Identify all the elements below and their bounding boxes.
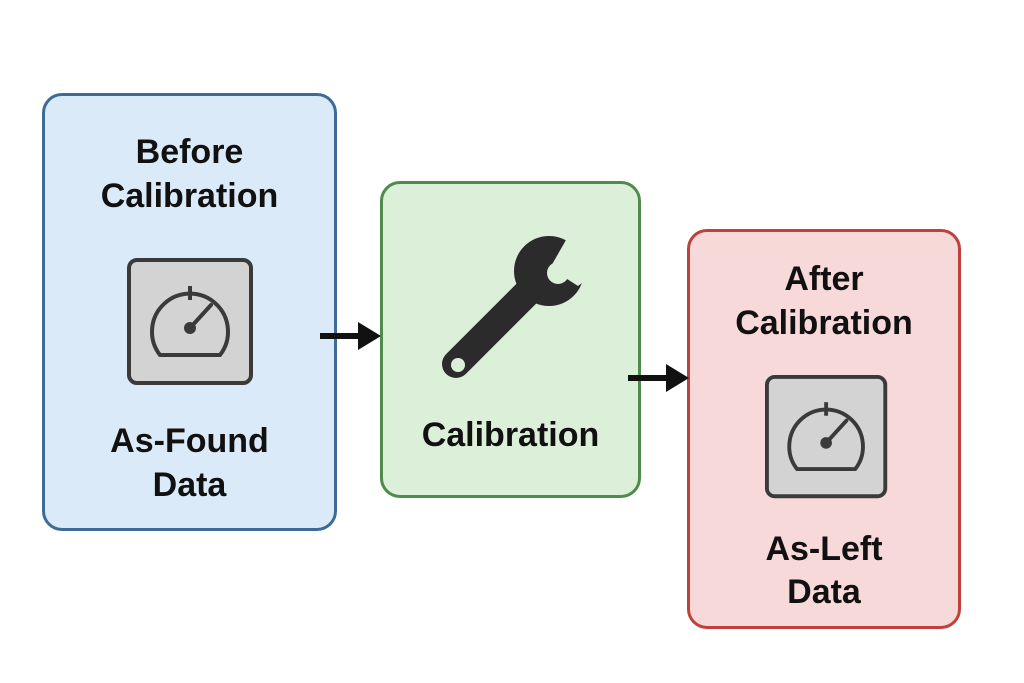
calibration-box: [380, 181, 641, 498]
after-caption-line2: Data: [787, 573, 861, 611]
arrow-icon: [628, 364, 689, 392]
wrench-icon: [442, 236, 600, 378]
before-caption-line2: Data: [152, 466, 227, 504]
arrow-icon: [320, 322, 381, 350]
after-title-line1: After: [784, 260, 864, 298]
after-caption-line1: As-Left: [765, 530, 883, 568]
after-title-line2: Calibration: [735, 304, 913, 342]
before-title-line1: Before: [135, 133, 244, 171]
gauge-icon: [765, 375, 888, 499]
calibration-label: Calibration: [421, 416, 600, 454]
before-caption-line1: As-Found: [110, 422, 269, 460]
gauge-icon: [127, 258, 253, 385]
before-title-line2: Calibration: [100, 177, 279, 215]
